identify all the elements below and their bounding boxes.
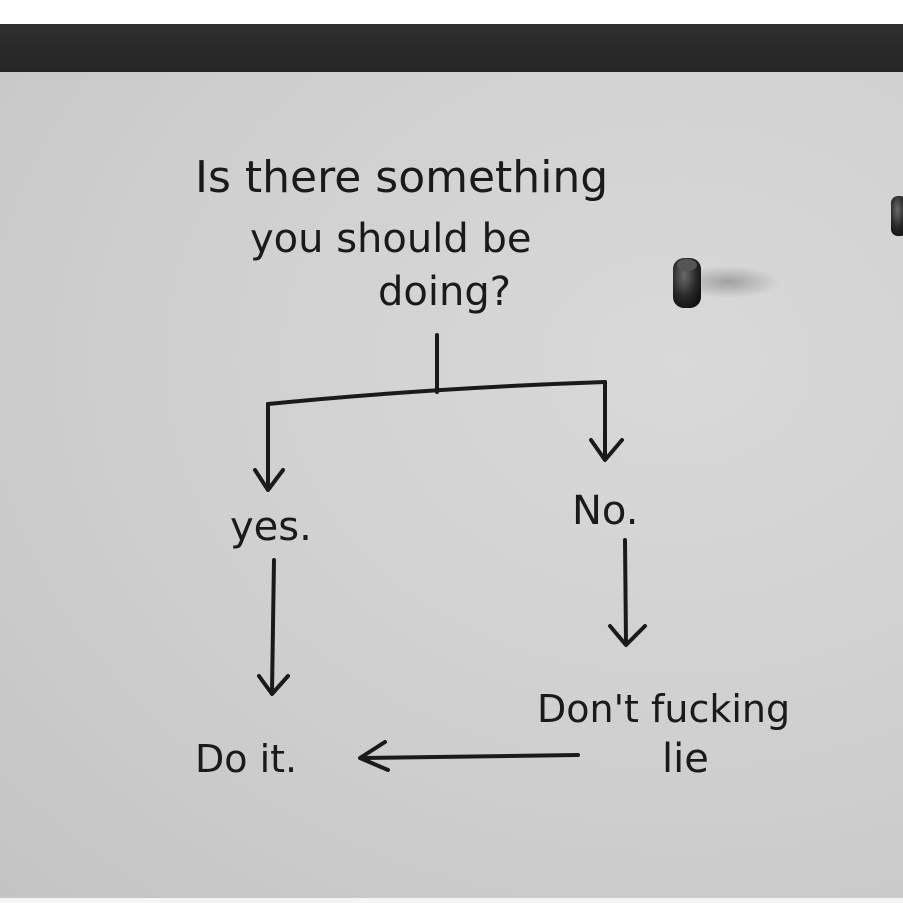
magnet-icon xyxy=(673,258,701,308)
bottom-margin xyxy=(0,898,903,903)
no-to-lie-line xyxy=(623,538,628,644)
board-frame-edge xyxy=(0,24,903,72)
lie-arrowhead-icon xyxy=(608,624,647,647)
whiteboard xyxy=(0,72,903,898)
magnet-shadow xyxy=(676,266,780,298)
no-arrowhead-icon xyxy=(589,438,624,462)
do-it-label: Do it. xyxy=(195,737,297,781)
left-arrowhead-icon xyxy=(358,740,390,772)
yes-arrowhead-icon xyxy=(253,468,285,492)
lie-label-line-1: Don't fucking xyxy=(537,687,790,731)
question-line-1: Is there something xyxy=(195,152,608,203)
no-label: No. xyxy=(572,488,638,534)
question-line-3: doing? xyxy=(378,269,511,315)
branch-crossbar-line xyxy=(266,380,607,406)
lie-label-line-2: lie xyxy=(662,736,709,782)
yes-label: yes. xyxy=(230,504,312,550)
magnet-partial-icon xyxy=(891,196,903,236)
top-margin xyxy=(0,0,903,24)
lie-to-doit-line xyxy=(360,753,580,760)
yes-to-doit-line xyxy=(270,558,276,694)
question-line-2: you should be xyxy=(250,216,531,262)
doit-arrowhead-icon xyxy=(257,674,290,696)
